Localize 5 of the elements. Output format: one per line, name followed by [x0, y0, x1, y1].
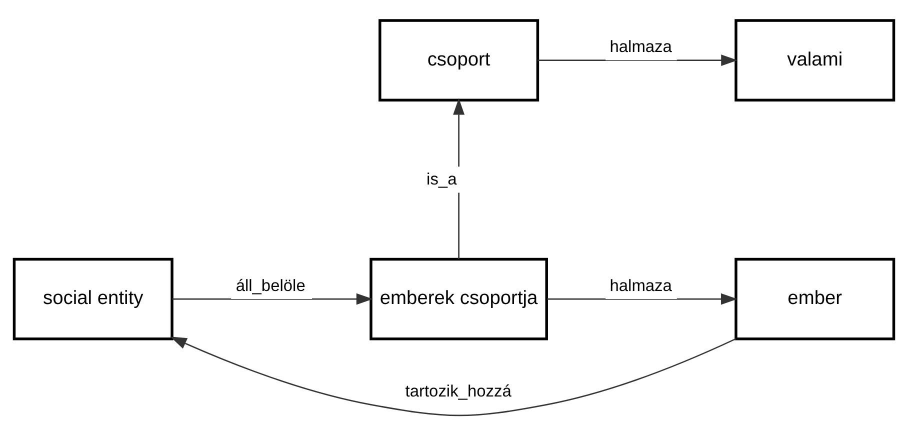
edge-label: tartozik_hozzá	[405, 382, 512, 401]
edge-label: áll_belöle	[236, 276, 306, 295]
edge-label: halmaza	[610, 38, 672, 56]
edge-label: halmaza	[610, 276, 672, 295]
edge-label: is_a	[426, 170, 457, 189]
